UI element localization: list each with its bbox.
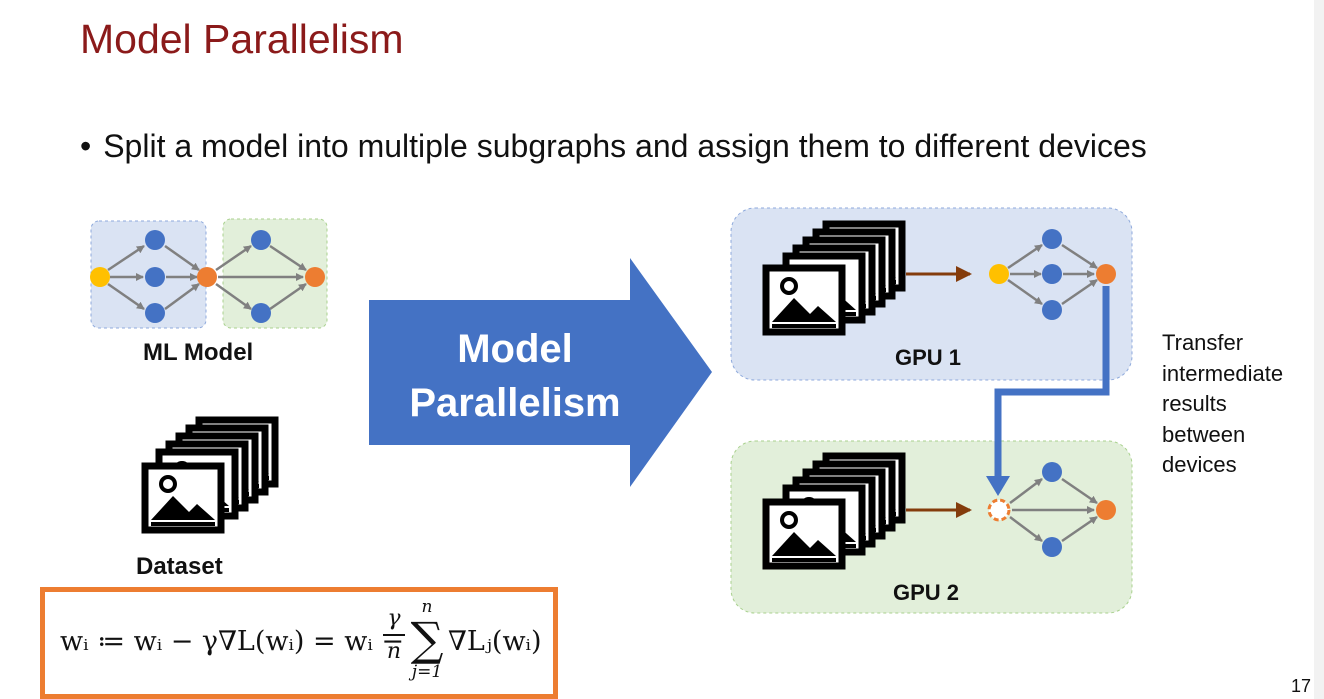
formula-tail: ∇Lⱼ(wᵢ) bbox=[448, 626, 542, 657]
formula-summation: n ∑ j=1 bbox=[402, 598, 452, 682]
ml-model-graph bbox=[90, 218, 328, 329]
formula-fraction: γ n bbox=[383, 606, 405, 664]
gpu1-node bbox=[1042, 264, 1062, 284]
arrow-label: Model Parallelism bbox=[380, 322, 650, 430]
gpu2-node bbox=[1042, 462, 1062, 482]
formula-box bbox=[40, 587, 558, 699]
ml-node bbox=[251, 230, 271, 250]
transfer-note: Transfer intermediate results between de… bbox=[1162, 330, 1284, 477]
ml-node bbox=[145, 267, 165, 287]
ml-node bbox=[251, 303, 271, 323]
bullet-text: Split a model into multiple subgraphs an… bbox=[103, 128, 1147, 164]
page-number: 17 bbox=[1291, 676, 1312, 696]
arrow-label-line1: Model bbox=[457, 327, 573, 371]
slide-edge-strip bbox=[1314, 0, 1324, 699]
formula-sum-lower: j=1 bbox=[411, 662, 443, 682]
formula-sum-symbol: ∑ bbox=[410, 612, 444, 666]
gpu2-graph-edges bbox=[1009, 477, 1098, 543]
bullet-item: • Split a model into multiple subgraphs a… bbox=[80, 128, 1147, 165]
gpu2-node bbox=[1042, 537, 1062, 557]
gpu2-label: GPU 2 bbox=[893, 580, 960, 605]
ml-node bbox=[145, 230, 165, 250]
transfer-arrow bbox=[986, 286, 1110, 496]
gpu1-node bbox=[1042, 300, 1062, 320]
gpu1-node-output bbox=[1096, 264, 1116, 284]
gpu1-graph-edges bbox=[1007, 243, 1098, 306]
ml-node-input bbox=[90, 267, 110, 287]
ml-node bbox=[145, 303, 165, 323]
ml-model-label: ML Model bbox=[143, 339, 254, 366]
dataset-label: Dataset bbox=[136, 553, 223, 580]
dataset-icon bbox=[145, 420, 275, 530]
gpu2-node-output bbox=[1096, 500, 1116, 520]
arrow-label-line2: Parallelism bbox=[409, 381, 621, 425]
ml-node-output bbox=[305, 267, 325, 287]
ml-node-boundary bbox=[197, 267, 217, 287]
gpu1-node-input bbox=[989, 264, 1009, 284]
slide-title: Model Parallelism bbox=[80, 16, 404, 62]
bullet-dot: • bbox=[80, 128, 92, 164]
gpu1-panel bbox=[730, 207, 1133, 381]
formula-lhs: wᵢ ≔ wᵢ − γ∇L(wᵢ) = wᵢ − bbox=[60, 626, 404, 657]
gpu1-label: GPU 1 bbox=[895, 345, 962, 370]
model-parallelism-arrow bbox=[369, 258, 712, 487]
gpu2-node-received bbox=[987, 498, 1011, 522]
formula-frac-numerator: γ bbox=[387, 606, 401, 631]
gpu1-node bbox=[1042, 229, 1062, 249]
formula-frac-bar bbox=[383, 634, 405, 636]
formula-frac-denominator: n bbox=[386, 638, 402, 664]
formula-sum-upper: n bbox=[421, 597, 433, 617]
ml-model-edges bbox=[107, 244, 307, 311]
gpu2-panel bbox=[730, 440, 1133, 614]
